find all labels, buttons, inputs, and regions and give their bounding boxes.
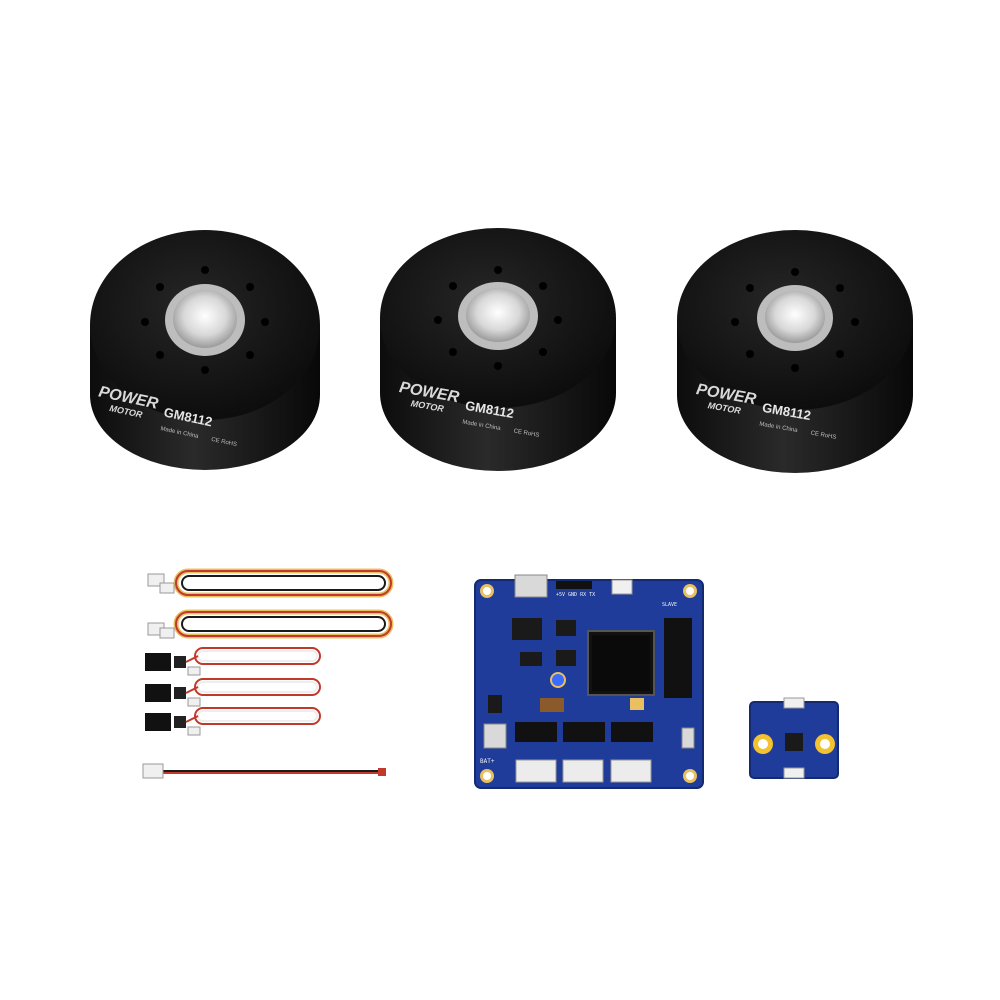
header-label: +5V GND RX TX [556,592,595,598]
usb-port [514,574,548,598]
bat-label: BAT+ [480,758,495,765]
controller-board: +5V GND RX TX SLAVE BAT+ [474,574,704,789]
coiled-cable-long-2 [147,609,394,639]
motor-marks: CE RoHS [211,437,238,448]
connector-icon [142,763,164,779]
motor-connector [515,759,557,783]
sensor-chip [785,733,803,751]
driver-chip [611,722,653,742]
motor-connector [610,759,652,783]
motor-2: POWER MOTOR GM8112 Made in China CE RoHS [380,228,616,471]
driver-chip [515,722,557,742]
motor-1: POWER MOTOR GM8112 Made in China CE RoHS [90,230,320,470]
potentiometer [550,672,566,688]
side-label: SLAVE [662,602,677,608]
motor-3: POWER MOTOR GM8112 Made in China CE RoHS [677,230,913,473]
driver-chip [563,722,605,742]
motor-marks: CE RoHS [513,428,540,438]
coiled-cable-long-1 [147,568,394,598]
pin-header [664,618,692,698]
motor-marks: CE RoHS [810,430,837,440]
cable-set [142,568,394,779]
motor-connector [562,759,604,783]
sensor-board [749,697,839,779]
servo-cable-3 [145,707,321,736]
servo-cable-1 [145,647,321,676]
straight-cable [142,763,386,779]
servo-cable-2 [145,678,321,707]
